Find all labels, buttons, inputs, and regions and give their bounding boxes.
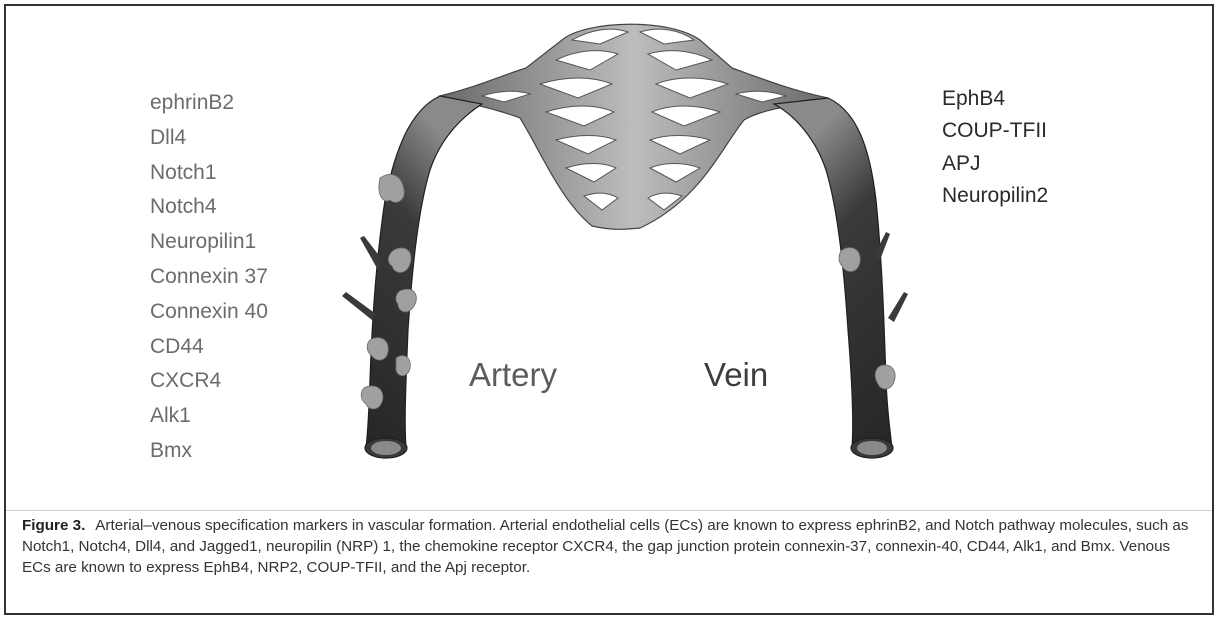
arterial-marker: Connexin 40 <box>150 295 268 330</box>
figure-caption-label: Figure 3. <box>22 517 85 534</box>
arterial-marker: CD44 <box>150 330 268 365</box>
venous-marker: EphB4 <box>942 83 1048 115</box>
venous-marker: APJ <box>942 148 1048 180</box>
artery-label: Artery <box>469 356 557 394</box>
caption-divider <box>6 510 1212 511</box>
venous-marker-list: EphB4 COUP-TFII APJ Neuropilin2 <box>942 83 1048 212</box>
vein-label: Vein <box>704 356 768 394</box>
figure-caption-text: Arterial–venous specification markers in… <box>22 517 1188 576</box>
capillary-bed <box>440 24 828 229</box>
arterial-marker: Connexin 37 <box>150 260 268 295</box>
arterial-marker: Notch4 <box>150 190 268 225</box>
arterial-marker: Dll4 <box>150 121 268 156</box>
venous-marker: Neuropilin2 <box>942 180 1048 212</box>
arterial-marker: Bmx <box>150 434 268 469</box>
venous-marker: COUP-TFII <box>942 115 1048 147</box>
arterial-marker-list: ephrinB2 Dll4 Notch1 Notch4 Neuropilin1 … <box>150 86 268 469</box>
arterial-marker: Notch1 <box>150 156 268 191</box>
arterial-marker: Neuropilin1 <box>150 225 268 260</box>
arterial-marker: CXCR4 <box>150 364 268 399</box>
vein-vessel <box>774 98 908 458</box>
arterial-marker: ephrinB2 <box>150 86 268 121</box>
artery-vessel <box>342 96 482 458</box>
figure-caption: Figure 3.Arterial–venous specification m… <box>22 515 1202 578</box>
arterial-marker: Alk1 <box>150 399 268 434</box>
